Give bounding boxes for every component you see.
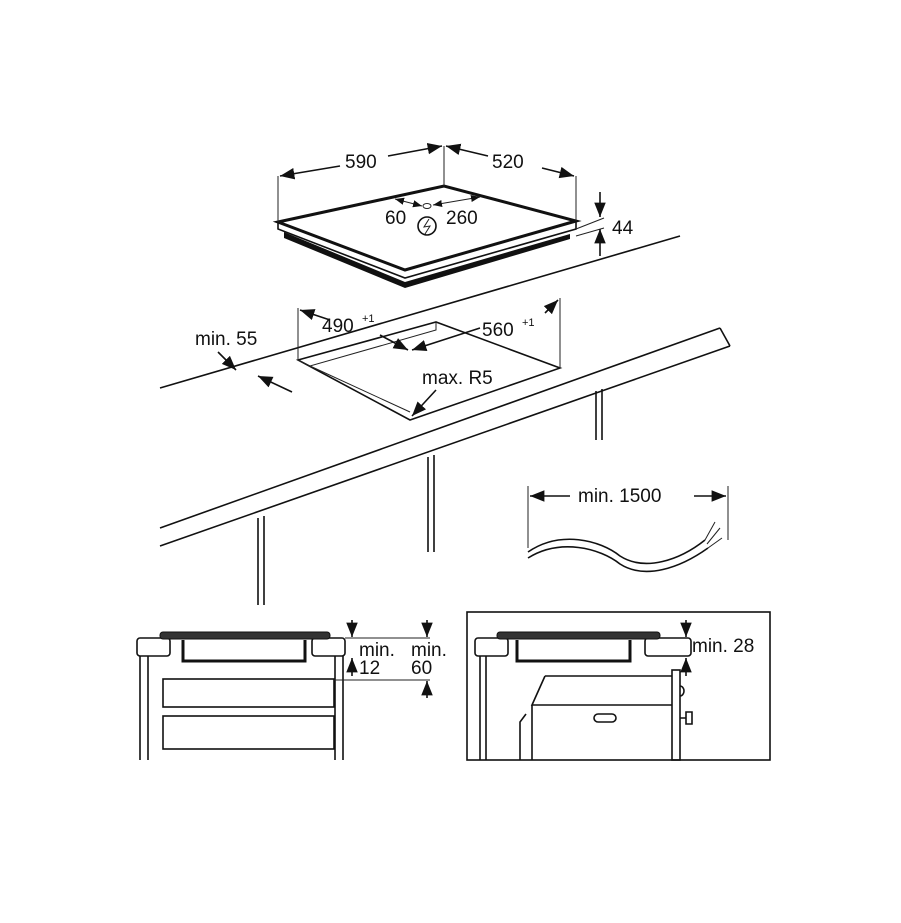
cutout-width-tolerance: +1 [362, 313, 375, 325]
power-cable-illustration [527, 486, 729, 573]
connection-right-label: 260 [446, 208, 478, 229]
hob-height-label: 44 [612, 218, 634, 239]
edge-distance-label: min. 55 [195, 329, 257, 350]
gap-a-value: 12 [359, 658, 380, 679]
hob-illustration [272, 142, 606, 288]
gap-b-value: 60 [411, 658, 432, 679]
cutout-depth-label: 560 [482, 320, 514, 341]
hob-depth-label: 520 [492, 152, 524, 173]
cutout-width-label: 490 [322, 316, 354, 337]
cable-length-label: min. 1500 [578, 486, 661, 507]
gap-b-label: min. [411, 640, 447, 661]
countertop-illustration [159, 235, 731, 605]
gap-a-label: min. [359, 640, 395, 661]
connection-left-label: 60 [385, 208, 406, 229]
cutout-depth-tolerance: +1 [522, 317, 535, 329]
corner-radius-label: max. R5 [422, 368, 493, 389]
electrical-connection-icon [417, 216, 437, 236]
hob-width-label: 590 [345, 152, 377, 173]
oven-section-illustration [466, 611, 771, 761]
oven-gap-label: min. 28 [692, 636, 754, 657]
drawer-section-illustration [136, 620, 433, 760]
